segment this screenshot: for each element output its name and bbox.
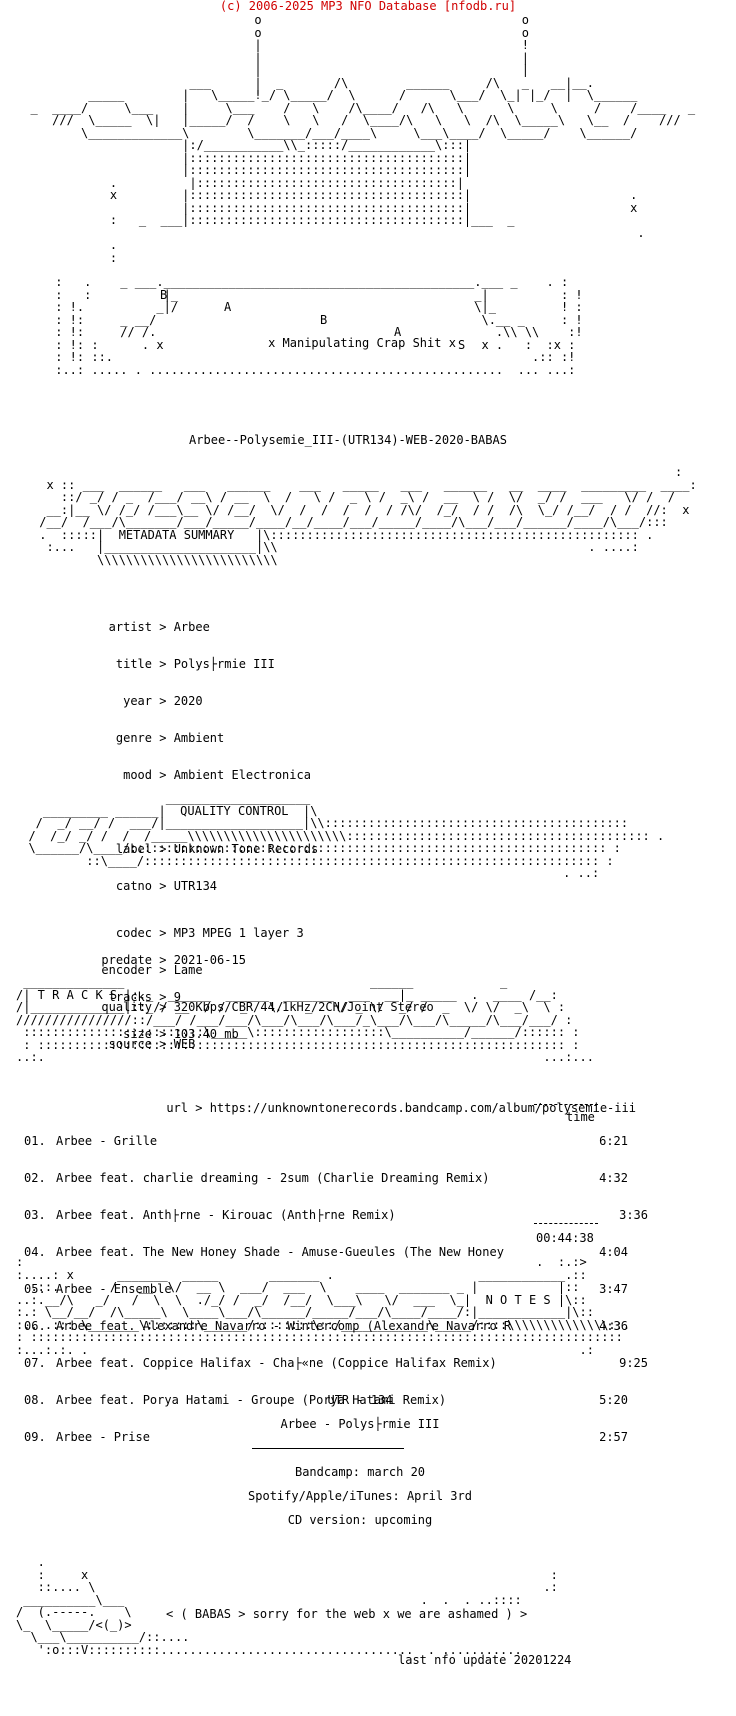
footer-art: . : x : ::.... \ .: __________\___ [16, 1555, 558, 1657]
last-update: last nfo update 20201224 [398, 1653, 572, 1667]
group-letter: B [320, 312, 328, 327]
track-row: 04.Arbee feat. The New Honey Shade - Amu… [24, 1245, 628, 1259]
track-row: 06.Arbee feat. Alexandre Navarro - Winte… [24, 1319, 628, 1333]
track-row: 03.Arbee feat. Anth├rne - Kirouac (Anth├… [24, 1208, 648, 1222]
footer-message: < ( BABAS > sorry for the web x we are a… [166, 1607, 528, 1621]
track-title: Arbee feat. Porya Hatami - Groupe (Porya… [56, 1394, 447, 1407]
track-row: 02.Arbee feat. charlie dreaming - 2sum (… [24, 1171, 628, 1185]
quality-value: MP3 MPEG 1 layer 3 [173, 926, 304, 940]
group-letter: B [160, 287, 168, 302]
notes-release-title: Arbee - Polys├rmie III [280, 1417, 440, 1431]
metadata-row: predate > 2021-06-15 [101, 953, 246, 967]
metadata-row: artist > Arbee [108, 620, 210, 634]
track-row: 08.Arbee feat. Porya Hatami - Groupe (Po… [24, 1393, 628, 1407]
tagline: x Manipulating Crap Shit x [268, 336, 456, 350]
quality-row: quality > 320Kbps/CBR/44.1kHz/2CH/Joint … [101, 1000, 434, 1014]
track-row: 07.Arbee feat. Coppice Halifax - Cha├«ne… [24, 1356, 648, 1370]
track-time: 5:20 [599, 1393, 628, 1407]
notes-cd: CD version: upcoming [287, 1513, 433, 1527]
copyright-banner: (c) 2006-2025 MP3 NFO Database [nfodb.ru… [219, 0, 517, 13]
track-time: 2:57 [599, 1430, 628, 1444]
quality-list: codec > MP3 MPEG 1 layer 3 encoder > Lam… [64, 902, 434, 1075]
metadata-row: tracks > 9 [108, 990, 181, 1004]
metadata-value: Unknown Tone Records [173, 842, 319, 856]
track-title: Arbee feat. Alexandre Navarro - Winterco… [56, 1320, 512, 1333]
tracks-total-time: 00:44:38 [536, 1231, 594, 1245]
notes-catalog: UTR - 134 [327, 1393, 393, 1407]
group-letters-row: B A B A S [48, 276, 688, 350]
metadata-row: label > Unknown Tone Records [115, 842, 319, 856]
track-time: 3:36 [619, 1208, 648, 1222]
metadata-url-row: url > https://unknowntonerecords.bandcam… [166, 1101, 636, 1115]
metadata-row: year > 2020 [123, 694, 203, 708]
track-time: 4:32 [599, 1171, 628, 1185]
track-time: 6:21 [599, 1134, 628, 1148]
track-title: Arbee - Grille [56, 1135, 158, 1148]
group-letter: A [394, 325, 402, 339]
quality-value: WEB [173, 1037, 196, 1051]
metadata-row: catno > UTR134 [115, 879, 218, 893]
metadata-header-art: : x :: ___ ______ ___ ______ ___ _____ _… [39, 465, 697, 567]
track-title: Arbee - Ensemble [56, 1283, 172, 1296]
time-rule-bottom [534, 1223, 598, 1224]
metadata-value: 2021-06-15 [173, 953, 246, 967]
notes-header-art: : . :.:> :....: x _______ _____ _______ … [16, 1255, 631, 1357]
notes-streaming: Spotify/Apple/iTunes: April 3rd [248, 1489, 472, 1503]
group-letter: S [458, 337, 466, 352]
metadata-value: 9 [173, 990, 181, 1004]
metadata-row: size > 103.40 mb [123, 1027, 239, 1041]
track-title: Arbee - Prise [56, 1431, 150, 1444]
metadata-row: mood > Ambient Electronica [123, 768, 311, 782]
notes-divider [252, 1448, 404, 1449]
album-url-link[interactable]: https://unknowntonerecords.bandcamp.com/… [209, 1101, 636, 1115]
quality-value: Lame [173, 963, 203, 977]
metadata-value: Polys├rmie III [173, 657, 275, 671]
tracks-time-header: time [566, 1086, 595, 1148]
metadata-row: title > Polys├rmie III [115, 657, 275, 671]
track-title: Arbee feat. Coppice Halifax - Cha├«ne (C… [56, 1357, 497, 1370]
track-time: 3:47 [599, 1282, 628, 1296]
track-time: 9:25 [619, 1356, 648, 1370]
time-rule-top [534, 1104, 598, 1105]
quality-row: codec > MP3 MPEG 1 layer 3 [115, 926, 304, 940]
track-title: Arbee feat. The New Honey Shade - Amuse-… [56, 1246, 504, 1259]
notes-bandcamp: Bandcamp: march 20 [294, 1465, 426, 1479]
metadata-value: 103.40 mb [173, 1027, 239, 1041]
metadata-value: Arbee [173, 620, 210, 634]
metadata-row: genre > Ambient [115, 731, 225, 745]
tracks-header-art: ______________ ______ _ /| T R A C K S |… [16, 975, 594, 1064]
babas-frame-art: : . _ ___.______________________________… [55, 275, 583, 377]
quality-row: encoder > Lame [101, 963, 203, 977]
time-column-header: time [566, 1110, 595, 1124]
metadata-list: artist > Arbee title > Polys├rmie III ye… [64, 596, 636, 1139]
quality-header-art: ____________________ _________ ______| Q… [28, 791, 665, 880]
track-title: Arbee feat. charlie dreaming - 2sum (Cha… [56, 1172, 490, 1185]
track-time: 4:36 [599, 1319, 628, 1333]
quality-row: source > WEB [108, 1037, 196, 1051]
release-name: Arbee--Polysemie_III-(UTR134)-WEB-2020-B… [189, 433, 507, 447]
metadata-value: Ambient [173, 731, 225, 745]
track-title: Arbee feat. Anth├rne - Kirouac (Anth├rne… [56, 1209, 396, 1222]
metadata-value: UTR134 [173, 879, 218, 893]
quality-value: 320Kbps/CBR/44.1kHz/2CH/Joint Stereo [173, 1000, 434, 1014]
track-time: 4:04 [599, 1245, 628, 1259]
group-logo-art: o o o o | ! [30, 13, 696, 265]
metadata-value: 2020 [173, 694, 203, 708]
metadata-value: Ambient Electronica [173, 768, 311, 782]
group-letter: A [224, 300, 232, 314]
